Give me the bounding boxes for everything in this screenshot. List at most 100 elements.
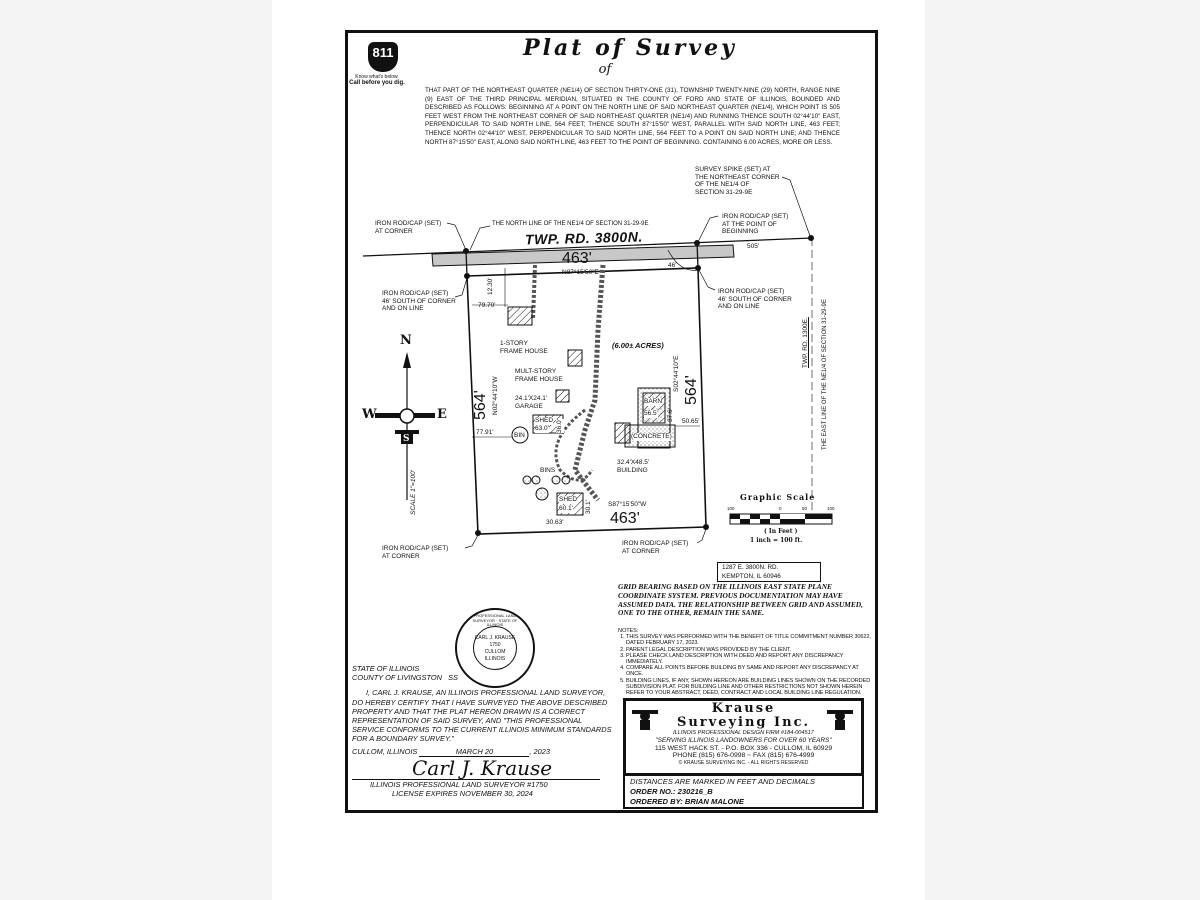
- seal-city: Cullom: [484, 649, 506, 655]
- page-subtitle: of: [598, 62, 612, 77]
- iron-rod-46-east-label: Iron rod/cap (set)46' south of cornerand…: [718, 288, 792, 310]
- marker-pob: [694, 240, 700, 246]
- compass-s: S: [403, 434, 410, 444]
- ordered-by: Ordered by: Brian Malone: [630, 797, 744, 806]
- tagline-1: Know what's below.: [355, 74, 399, 80]
- cert-expires: License expires November 30, 2024: [392, 789, 533, 799]
- garage: [555, 389, 570, 403]
- bins-label: Bins: [540, 467, 556, 474]
- garage-label: 24.1'x24.1'Garage: [515, 395, 548, 410]
- scale-tick: 50: [802, 506, 808, 511]
- bins-2: [531, 475, 541, 485]
- shed-1-dims2: 36.0': [556, 419, 564, 433]
- north-arrow-icon: [375, 352, 435, 500]
- concrete-label: (Concrete): [631, 433, 672, 441]
- house-1story-label: 1-StoryFrame House: [500, 340, 548, 355]
- west-line-ext: [465, 249, 468, 277]
- north-bearing: N87°15'50"E: [562, 269, 599, 276]
- distance-12: 12.30': [487, 277, 494, 295]
- scale-unit: ( In Feet ): [764, 528, 798, 535]
- compass-e: E: [437, 407, 447, 422]
- bins-4: [561, 475, 571, 485]
- cert-date: March 20: [419, 747, 530, 757]
- south-bearing: S87°15'50"W: [608, 501, 647, 508]
- driveway-west: [531, 264, 537, 321]
- 811-logo: 811: [368, 42, 398, 72]
- company-name-2: Surveying Inc.: [676, 715, 811, 730]
- transit-instrument-icon-right: [827, 710, 853, 730]
- legal-description: That part of the Northeast Quarter (NE1/…: [425, 87, 840, 146]
- bins-5: [535, 487, 549, 501]
- bin-label: BIN: [514, 432, 525, 439]
- bins-1: [522, 475, 532, 485]
- tagline-2: Call before you dig.: [349, 80, 405, 86]
- cert-year: , 2023: [529, 746, 550, 756]
- driveway-loop: [554, 408, 594, 482]
- seal-number: 1750: [489, 642, 501, 648]
- distance-79: 79.70': [478, 302, 496, 309]
- company-address: 115 West Hack St. - P.O. Box 336 - Cullo…: [654, 744, 833, 752]
- marker-se: [703, 524, 709, 530]
- logo-text: 811: [372, 45, 394, 60]
- note-item: This survey was performed with the benef…: [626, 634, 872, 646]
- seal-ring-text: Professional Land Surveyor · State of Il…: [472, 613, 518, 627]
- house-1story: [507, 306, 533, 326]
- property-address: 1287 E. 3800N. Rd.Kempton, IL 60946: [717, 562, 821, 582]
- scale-ratio: 1 inch = 100 ft.: [750, 537, 803, 544]
- east-road-name: TWP. RD. 1300E.: [802, 317, 809, 368]
- company-copyright: © Krause Surveying Inc. - All rights res…: [678, 759, 809, 766]
- distance-46: 46': [668, 262, 677, 269]
- iron-rod-se-label: Iron rod/cap (set)at corner: [622, 540, 689, 555]
- barn-dims2: 37.6': [667, 408, 674, 422]
- company-name-1: Krause: [711, 701, 776, 716]
- page-title: Plat of Survey: [523, 35, 737, 61]
- seal-state: Illinois: [484, 656, 506, 662]
- note-item: Please check land description with deed …: [626, 653, 872, 665]
- iron-rod-sw-label: Iron rod/cap (set)at corner: [382, 545, 449, 560]
- distance-30: 30.63': [546, 519, 564, 526]
- north-section-line: [362, 237, 813, 257]
- cert-ss: SS: [448, 673, 458, 683]
- surveyor-seal: Professional Land Surveyor · State of Il…: [455, 608, 535, 688]
- cert-county: County of Livingston: [352, 673, 442, 683]
- company-phone: Phone (815) 676-0998 ~ Fax (815) 676-499…: [672, 752, 815, 759]
- 811-tagline: Know what's below.Call before you dig.: [347, 74, 407, 86]
- cert-place: Cullom, Illinois: [352, 746, 418, 756]
- east-distance: 564': [683, 375, 700, 405]
- compass-n: N: [400, 333, 412, 348]
- distances-note: Distances are marked in feet and decimal…: [630, 777, 815, 786]
- notes-heading: Notes:: [618, 628, 639, 634]
- bins-3: [551, 475, 561, 485]
- shed-2-dims2: 30.1': [585, 500, 592, 514]
- note-item: Building lines, if any, shown hereon are…: [626, 678, 872, 697]
- north-distance: 463': [562, 250, 592, 267]
- shed-2-dims: 60.1': [559, 505, 573, 513]
- road-name: TWP. RD. 3800N.: [524, 228, 643, 248]
- building-label: 32.4'x48.5'Building: [617, 459, 650, 474]
- east-line-label: The east line of the NE1/4 of Section 31…: [822, 299, 828, 450]
- distance-50: 50.65': [682, 418, 700, 425]
- north-line-label: The north line of the NE1/4 of Section 3…: [492, 221, 649, 227]
- order-number: Order No.: 230216_B: [630, 787, 713, 796]
- shed-1-dims: 63.0': [535, 425, 549, 433]
- scale-tick: 100: [727, 506, 735, 511]
- marker-nw: [463, 248, 469, 254]
- road-band: [431, 244, 735, 267]
- distance-77: 77.91': [476, 429, 494, 436]
- scale-tick: 100: [827, 506, 835, 511]
- cert-state: State of Illinois: [352, 664, 420, 673]
- compass-scale: Scale 1"=100': [410, 470, 417, 515]
- company-slogan: "Serving Illinois landowners for over 60…: [655, 737, 832, 744]
- house-multistory: [567, 349, 583, 367]
- shed-2-label: Shed: [559, 496, 578, 504]
- surveyor-signature: Carl J. Krause: [412, 755, 553, 780]
- iron-rod-nw-label: Iron rod/cap (set)at corner: [375, 220, 442, 235]
- shed-1-label: Shed: [535, 417, 554, 425]
- plat-border: [345, 30, 878, 813]
- building-32x48: [614, 422, 631, 444]
- marker-ne-46: [695, 265, 701, 271]
- east-bearing: S02°44'10"E: [673, 355, 680, 392]
- scale-tick: 0: [779, 506, 782, 511]
- bin-circle: [511, 426, 529, 444]
- driveway-main: [572, 264, 606, 502]
